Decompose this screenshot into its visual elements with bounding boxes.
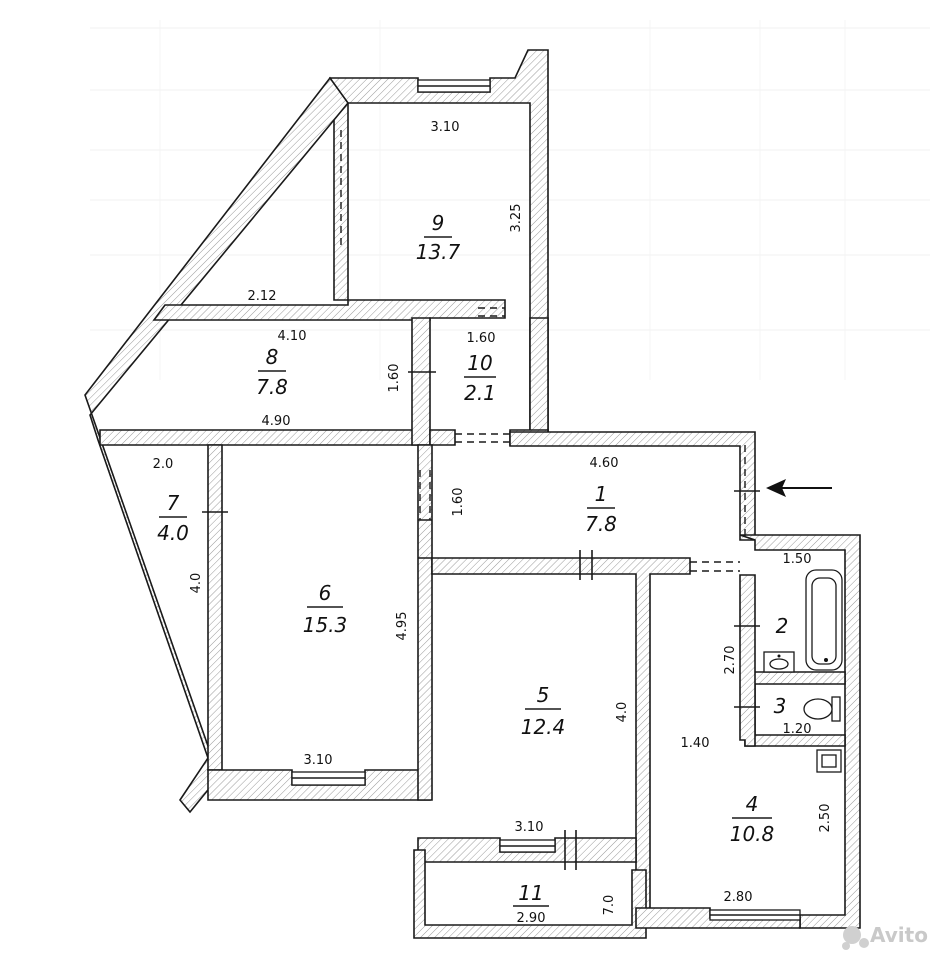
dimension-labels: 3.10 3.25 2.12 4.10 4.90 1.60 1.60 4.60 … bbox=[153, 120, 833, 926]
dim-room3-bottom: 1.20 bbox=[783, 722, 812, 737]
wall-room8-south bbox=[99, 429, 421, 446]
openings bbox=[340, 130, 746, 572]
dim-room9-side: 3.25 bbox=[509, 204, 524, 233]
windows bbox=[291, 79, 801, 921]
dim-room8-bottom: 4.90 bbox=[262, 414, 291, 429]
room-2-number: 2 bbox=[776, 614, 789, 638]
avito-watermark: Avito bbox=[842, 923, 928, 950]
dim-room6-bottom: 3.10 bbox=[304, 753, 333, 768]
room-5-number: 5 bbox=[537, 683, 550, 707]
dim-room1-top: 4.60 bbox=[590, 456, 619, 471]
room-1-number: 1 bbox=[595, 482, 608, 506]
dim-room5-side: 4.0 bbox=[615, 702, 630, 723]
walls bbox=[84, 49, 861, 939]
room-8-label: 8 7.8 bbox=[256, 345, 288, 399]
dim-room9-top: 3.10 bbox=[431, 120, 460, 135]
toilet-icon bbox=[803, 696, 841, 722]
dim-room4-left: 1.40 bbox=[681, 736, 710, 751]
room-11-number: 11 bbox=[518, 881, 543, 905]
room-9-label: 9 13.7 bbox=[416, 211, 461, 264]
room-1-label: 1 7.8 bbox=[585, 482, 617, 536]
room-labels: 9 13.7 8 7.8 10 2.1 1 7.8 7 4.0 6 15.3 bbox=[157, 211, 789, 907]
wall-hall-north bbox=[509, 431, 756, 541]
room-10-number: 10 bbox=[467, 351, 492, 375]
wall-bath-west bbox=[739, 574, 756, 747]
dim-room4-right: 2.50 bbox=[818, 804, 833, 833]
wall-east-block bbox=[739, 534, 861, 929]
sink-icon bbox=[763, 651, 795, 673]
wall-loggia bbox=[413, 849, 647, 939]
bathtub-icon bbox=[805, 569, 843, 671]
room-6-number: 6 bbox=[319, 581, 332, 605]
room-4-area: 10.8 bbox=[730, 822, 775, 846]
dim-room9-left: 2.12 bbox=[248, 289, 277, 304]
dim-room2-side: 2.70 bbox=[723, 646, 738, 675]
room-2-label: 2 bbox=[776, 614, 789, 638]
wall-room7-room6 bbox=[207, 444, 223, 771]
dim-room5-bottom: 3.10 bbox=[515, 820, 544, 835]
room-9-number: 9 bbox=[432, 211, 445, 235]
wall-room10-right bbox=[529, 317, 549, 446]
room-4-label: 4 10.8 bbox=[730, 792, 775, 846]
background-ghost-table bbox=[90, 20, 930, 380]
room-11-label: 11 bbox=[513, 881, 549, 907]
room-7-area: 4.0 bbox=[157, 521, 189, 545]
room-7-number: 7 bbox=[167, 491, 180, 515]
room-8-area: 7.8 bbox=[256, 375, 288, 399]
room-1-area: 7.8 bbox=[585, 512, 617, 536]
room-3-number: 3 bbox=[774, 694, 787, 718]
room-10-area: 2.1 bbox=[464, 381, 496, 405]
wall-room10-left bbox=[411, 317, 431, 446]
wall-room9-room8 bbox=[152, 299, 506, 321]
room-3-label: 3 bbox=[774, 694, 787, 718]
room-8-number: 8 bbox=[266, 345, 279, 369]
room-6-area: 15.3 bbox=[303, 613, 348, 637]
room-5-area: 12.4 bbox=[521, 715, 566, 739]
dim-room10-top: 1.60 bbox=[467, 331, 496, 346]
dim-room11-bottom: 2.90 bbox=[517, 911, 546, 926]
dim-room11-side: 7.0 bbox=[602, 895, 617, 916]
dim-room8-side: 1.60 bbox=[387, 364, 402, 393]
dim-room4-bottom: 2.80 bbox=[724, 890, 753, 905]
dim-room7-side: 4.0 bbox=[189, 573, 204, 594]
room-7-label: 7 4.0 bbox=[157, 491, 189, 545]
dim-room8-top: 4.10 bbox=[278, 329, 307, 344]
room-10-label: 10 2.1 bbox=[464, 351, 496, 405]
dim-room7-top: 2.0 bbox=[153, 457, 174, 472]
room-4-number: 4 bbox=[746, 792, 759, 816]
dim-room6-side: 4.95 bbox=[395, 612, 410, 641]
dim-room1-side: 1.60 bbox=[451, 488, 466, 517]
avito-logo-text: Avito bbox=[870, 923, 928, 947]
dim-room2-top: 1.50 bbox=[783, 552, 812, 567]
room-5-label: 5 12.4 bbox=[521, 683, 566, 739]
kitchen-sink-icon bbox=[816, 749, 842, 773]
room-9-area: 13.7 bbox=[416, 240, 461, 264]
door-marks bbox=[202, 371, 760, 870]
room-6-label: 6 15.3 bbox=[303, 581, 348, 637]
entrance-arrow-icon bbox=[766, 479, 832, 497]
